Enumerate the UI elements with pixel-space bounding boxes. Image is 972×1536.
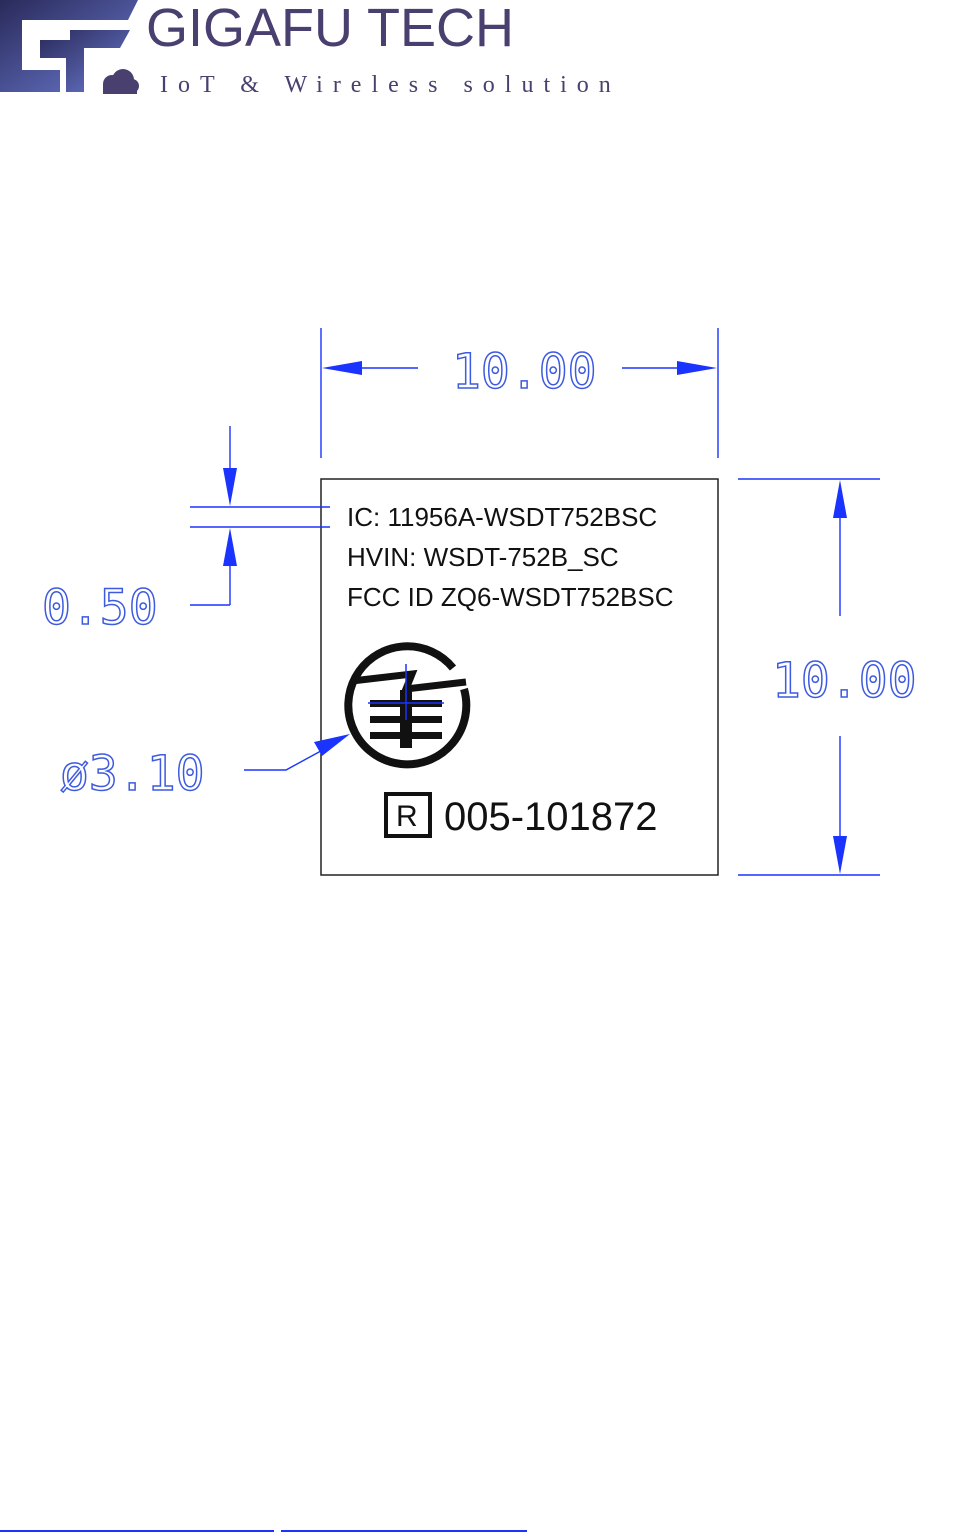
fcc-id: FCC ID ZQ6-WSDT752BSC xyxy=(347,582,674,612)
width-value: 10.00 xyxy=(452,344,597,400)
company-logo xyxy=(0,0,139,94)
footer-rule-right xyxy=(281,1530,527,1532)
cloud-icon xyxy=(103,69,139,94)
spacing-dimension xyxy=(190,426,330,605)
diameter-value: ø3.10 xyxy=(60,746,205,802)
spacing-value: 0.50 xyxy=(42,580,158,636)
footer-rule-left xyxy=(0,1530,274,1532)
arrow-down-icon xyxy=(223,468,237,506)
arrow-up-icon xyxy=(223,528,237,566)
leader-arrow-icon xyxy=(314,734,350,756)
conformity-mark-icon xyxy=(348,646,466,764)
reg-number: 005-101872 xyxy=(444,795,658,839)
arrow-up-icon xyxy=(833,480,847,518)
brand-tagline: IoT & Wireless solution xyxy=(160,72,621,98)
arrow-right-icon xyxy=(677,361,717,375)
arrow-down-icon xyxy=(833,836,847,874)
hvin-number: HVIN: WSDT-752B_SC xyxy=(347,542,619,572)
arrow-left-icon xyxy=(322,361,362,375)
brand-name: GIGAFU TECH xyxy=(146,0,514,58)
height-value: 10.00 xyxy=(772,653,917,709)
ic-number: IC: 11956A-WSDT752BSC xyxy=(347,502,657,532)
diameter-leader xyxy=(244,734,350,770)
reg-mark: R xyxy=(396,800,418,833)
